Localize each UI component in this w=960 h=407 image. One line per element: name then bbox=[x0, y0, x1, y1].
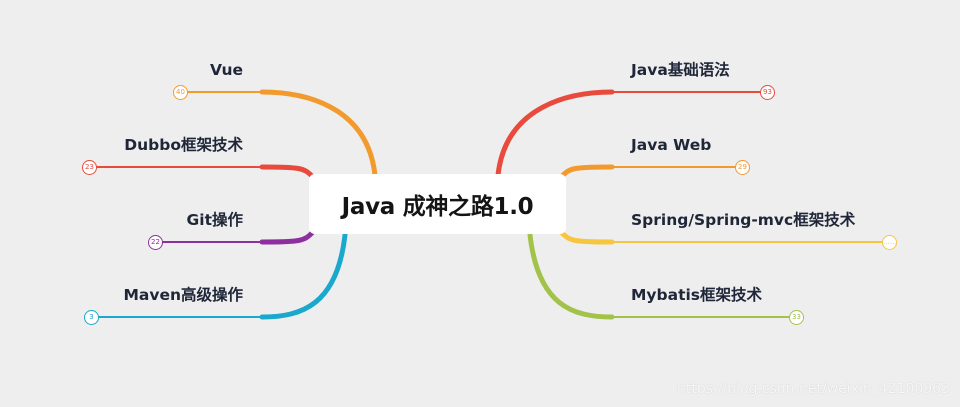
watermark: https://blog.csdn.net/weixin_42100963 bbox=[676, 381, 950, 397]
branch-label[interactable]: Maven高级操作 bbox=[123, 286, 243, 304]
root-node[interactable]: Java 成神之路1.0 bbox=[309, 174, 566, 234]
branch-curve bbox=[259, 164, 315, 179]
branch-label[interactable]: Spring/Spring-mvc框架技术 bbox=[631, 211, 856, 229]
branch-curve bbox=[259, 232, 348, 320]
branch-label[interactable]: Dubbo框架技术 bbox=[124, 136, 243, 154]
branch-curve bbox=[559, 230, 615, 245]
branch-count-badge[interactable]: 22 bbox=[148, 235, 163, 250]
branch-label[interactable]: Git操作 bbox=[186, 211, 243, 229]
branch-count-badge[interactable]: 29 bbox=[735, 160, 750, 175]
branch-count-badge[interactable]: 93 bbox=[760, 85, 775, 100]
branch-count-badge[interactable]: 23 bbox=[82, 160, 97, 175]
branch-count-badge[interactable]: …… bbox=[882, 235, 897, 250]
branch-count-badge[interactable]: 3 bbox=[84, 310, 99, 325]
branch-label[interactable]: Java Web bbox=[631, 136, 712, 154]
branch-curve bbox=[559, 164, 615, 179]
branch-count-badge[interactable]: 33 bbox=[789, 310, 804, 325]
root-title: Java 成神之路1.0 bbox=[341, 194, 534, 220]
branch-count-badge[interactable]: 40 bbox=[173, 85, 188, 100]
branch-label[interactable]: Java基础语法 bbox=[631, 61, 730, 79]
branch-curve bbox=[259, 89, 378, 178]
branch-label[interactable]: Mybatis框架技术 bbox=[631, 286, 763, 304]
branch-curve bbox=[527, 232, 615, 320]
branch-curve bbox=[495, 89, 615, 178]
branch-label[interactable]: Vue bbox=[210, 61, 243, 79]
branch-curve bbox=[259, 230, 315, 245]
branch-connectors bbox=[89, 89, 889, 320]
